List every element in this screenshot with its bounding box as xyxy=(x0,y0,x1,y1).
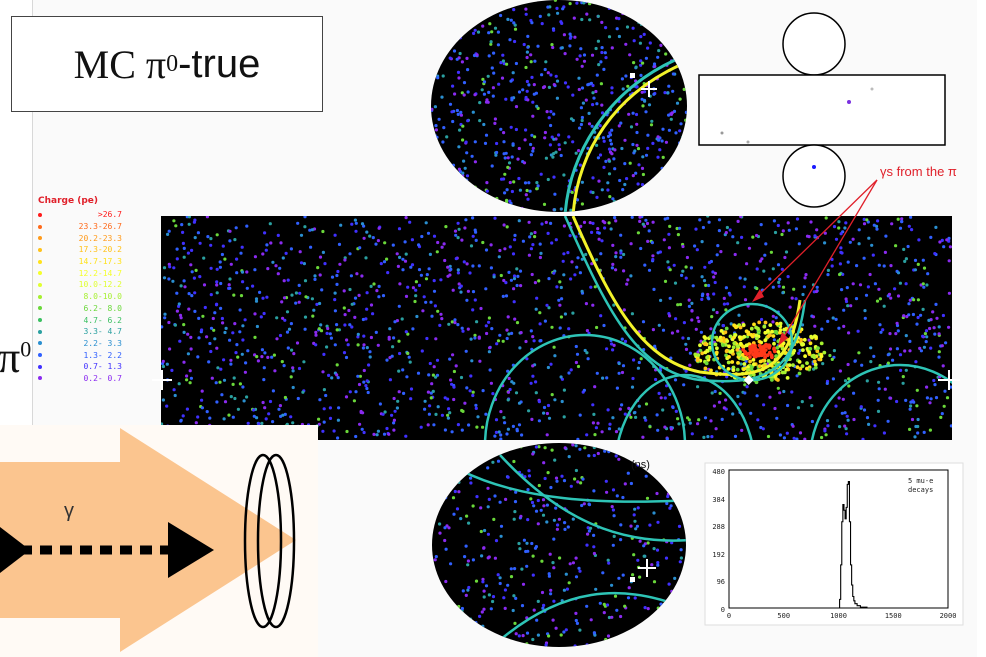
detector-schematic xyxy=(698,12,946,208)
legend-item: 20.2-23.3 xyxy=(38,232,158,244)
legend-label: 3.3- 4.7 xyxy=(83,327,122,337)
y-tick-label: 384 xyxy=(712,495,725,504)
legend-label: 2.2- 3.3 xyxy=(83,338,122,348)
cyan-ring-bottom-2 xyxy=(459,468,686,503)
legend-swatch xyxy=(38,236,42,241)
legend-item: 6.2- 8.0 xyxy=(38,303,158,315)
histogram-bars xyxy=(729,480,868,609)
marker-right xyxy=(938,370,960,390)
legend-label: 8.0-10.0 xyxy=(83,292,122,302)
bottom-endcap xyxy=(432,443,686,647)
cyan-ring-bottom-1 xyxy=(499,454,686,542)
legend-swatch xyxy=(38,376,42,381)
legend-item: 12.2-14.7 xyxy=(38,267,158,279)
legend-item: 0.2- 0.7 xyxy=(38,373,158,385)
yellow-ring-barrel xyxy=(571,216,802,376)
x-tick-label: 0 xyxy=(726,612,732,620)
pi0-fragment: π0 xyxy=(0,333,32,382)
photon-arrowhead-left xyxy=(0,527,30,573)
y-tick-label: 288 xyxy=(712,523,725,532)
legend-swatch xyxy=(38,306,42,311)
orange-arrow xyxy=(0,428,296,652)
legend-item: 23.3-26.7 xyxy=(38,221,158,233)
legend-label: 0.2- 0.7 xyxy=(83,373,122,383)
legend-item: 8.0-10.0 xyxy=(38,291,158,303)
photon-arrowhead-right xyxy=(168,522,214,578)
legend-item: 2.2- 3.3 xyxy=(38,338,158,350)
legend-label: 20.2-23.3 xyxy=(78,233,122,243)
legend-label: 14.7-17.3 xyxy=(78,257,122,267)
legend-swatch xyxy=(38,247,42,252)
cyan-ring-barrel xyxy=(563,216,807,383)
y-tick-label: 0 xyxy=(720,606,725,614)
legend-swatch xyxy=(38,329,42,334)
marker-left xyxy=(152,370,172,390)
marker-top xyxy=(641,81,657,97)
gamma-annotation: γs from the π xyxy=(880,164,957,179)
legend-swatch xyxy=(38,271,42,276)
cyan-ring-mid xyxy=(617,373,753,440)
x-tick-label: 2000 xyxy=(939,612,957,620)
x-tick-label: 500 xyxy=(777,612,791,620)
cyan-ring-bottom-3 xyxy=(499,591,686,641)
x-tick-label: 1000 xyxy=(830,612,847,620)
legend-swatch xyxy=(38,294,42,299)
legend-swatch xyxy=(38,353,42,358)
x-tick-label: 1500 xyxy=(884,612,902,620)
legend-label: 10.0-12.2 xyxy=(78,280,122,290)
legend-label: 17.3-20.2 xyxy=(78,245,122,255)
legend-item: 17.3-20.2 xyxy=(38,244,158,256)
histogram-title: 5 mu-e decays xyxy=(908,477,934,494)
cyan-ring-left xyxy=(483,333,687,440)
legend-swatch xyxy=(38,341,42,346)
cyan-ring-right xyxy=(810,363,952,440)
ns-label: (ns) xyxy=(631,459,650,471)
legend-swatch xyxy=(38,212,42,217)
legend-item: 1.3- 2.2 xyxy=(38,349,158,361)
legend-label: 0.7- 1.3 xyxy=(83,362,122,372)
legend-label: 4.7- 6.2 xyxy=(83,315,122,325)
legend-item: 4.7- 6.2 xyxy=(38,314,158,326)
legend-item: 10.0-12.2 xyxy=(38,279,158,291)
legend-item: 14.7-17.3 xyxy=(38,256,158,268)
legend-item: 3.3- 4.7 xyxy=(38,326,158,338)
legend-item: >26.7 xyxy=(38,209,158,221)
marker-bottom xyxy=(638,559,656,577)
legend-swatch xyxy=(38,318,42,323)
legend-label: 23.3-26.7 xyxy=(78,222,122,232)
cyan-ring-top xyxy=(563,58,676,212)
timing-histogram xyxy=(704,462,964,626)
legend-label: 6.2- 8.0 xyxy=(83,303,122,313)
gamma-arrows xyxy=(752,179,878,346)
coil-2 xyxy=(256,453,296,629)
legend-swatch xyxy=(38,224,42,229)
legend-label: 1.3- 2.2 xyxy=(83,350,122,360)
diagram-gamma-label: γ xyxy=(64,500,74,522)
legend-item: 0.7- 1.3 xyxy=(38,361,158,373)
barrel-hits xyxy=(161,216,952,440)
legend-swatch xyxy=(38,282,42,287)
legend-label: >26.7 xyxy=(97,210,122,220)
y-tick-label: 480 xyxy=(712,468,725,476)
yellow-ring-top xyxy=(571,63,681,212)
title-suffix: -true xyxy=(178,41,261,86)
legend-header: Charge (pe) xyxy=(38,196,98,206)
legend-label: 12.2-14.7 xyxy=(78,268,122,278)
y-tick-label: 192 xyxy=(712,550,725,559)
title-main: MC π xyxy=(73,41,167,87)
legend-swatch xyxy=(38,364,42,369)
coil-1 xyxy=(243,453,283,629)
legend-swatch xyxy=(38,259,42,264)
y-tick-label: 96 xyxy=(716,578,725,587)
barrel xyxy=(161,216,952,440)
photon-diagram xyxy=(0,425,318,657)
